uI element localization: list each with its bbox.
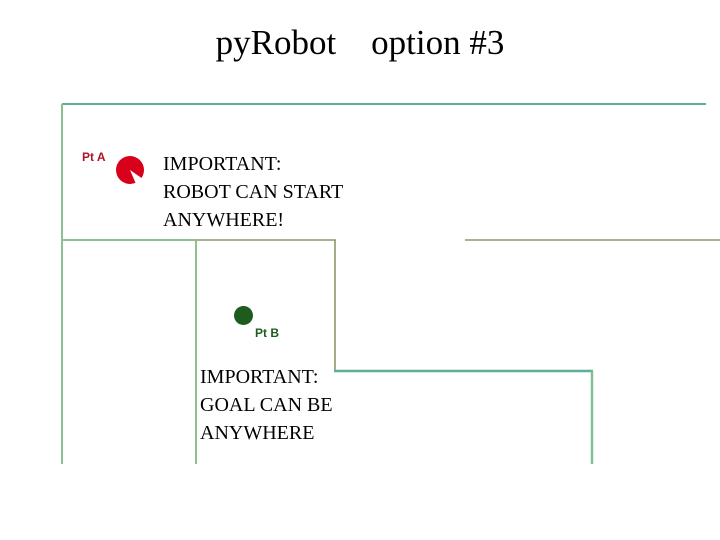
pt-a-label: Pt A <box>82 150 106 164</box>
robot-start-circle-icon <box>116 156 144 184</box>
goal-note-text: IMPORTANT: GOAL CAN BE ANYWHERE <box>200 366 333 444</box>
pt-b-label: Pt B <box>255 326 279 340</box>
start-note-text: IMPORTANT: ROBOT CAN START ANYWHERE! <box>163 153 344 231</box>
page-title: pyRobot option #3 <box>215 23 505 62</box>
goal-dot-icon <box>234 306 253 325</box>
